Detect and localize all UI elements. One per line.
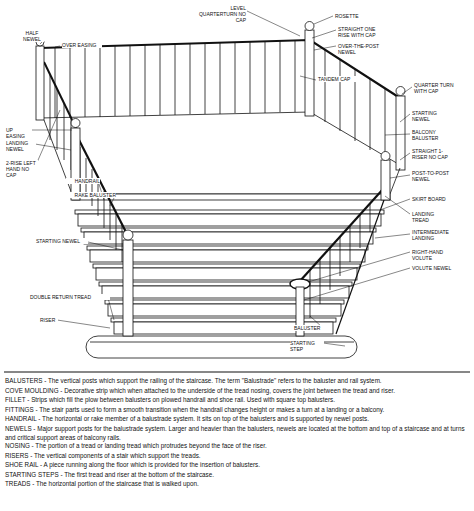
glossary-entry: NOSING - The portion of a tread or landi… — [5, 442, 471, 451]
upper-balusters — [50, 75, 71, 170]
part-label: UP EASING — [6, 127, 32, 139]
part-label: BALCONY BALUSTER — [412, 129, 448, 141]
landing-newel — [71, 128, 80, 200]
glossary-entry: FILLET - Strips which fill the plow betw… — [5, 396, 471, 405]
part-label: HALF NEWEL — [20, 30, 44, 42]
rosette — [305, 22, 314, 31]
stair-steps — [75, 210, 384, 334]
glossary-entry: RISERS - The vertical components of a st… — [5, 452, 471, 461]
newel-cap — [381, 152, 390, 161]
part-label: STARTING NEWEL — [412, 110, 448, 122]
part-label: OVER EASING — [62, 42, 102, 48]
landing-floor — [44, 120, 400, 194]
part-label: QUARTER TURN WITH CAP — [414, 82, 466, 94]
glossary-entry: SHOE RAIL - A piece running along the fl… — [5, 461, 471, 470]
part-label: VOLUTE NEWEL — [412, 265, 458, 271]
part-label: SKIRT BOARD — [412, 196, 452, 202]
quarter-turn-newel — [396, 96, 405, 170]
part-label: ROSETTE — [335, 13, 375, 19]
part-label: TANDEM CAP — [318, 76, 358, 82]
part-label: STARTING STEP — [290, 340, 324, 352]
newel-cap — [71, 119, 80, 128]
glossary-entry: STARTING STEPS - The first tread and ris… — [5, 471, 471, 480]
glossary-entry: FITTINGS - The stair parts used to form … — [5, 406, 471, 415]
landing-tread — [72, 194, 390, 200]
balcony-floor — [40, 112, 400, 165]
part-label: RIGHT-HAND VOLUTE — [412, 249, 462, 261]
part-label: STRAIGHT ONE RISE WITH CAP — [338, 26, 386, 38]
balcony-balusters — [55, 40, 385, 159]
part-label: LANDING TREAD — [412, 211, 452, 223]
starting-step — [86, 336, 357, 358]
part-label: LANDING NEWEL — [6, 140, 36, 152]
glossary-rule — [4, 371, 470, 372]
handrail — [78, 138, 128, 236]
part-label: HANDRAIL — [66, 178, 100, 184]
part-label: RISER — [40, 317, 58, 323]
part-label: OVER-THE-POST NEWEL — [338, 43, 384, 55]
part-label: LEVEL QUARTERTURN NO CAP — [192, 5, 246, 23]
part-label: POST-TO-POST NEWEL — [412, 170, 458, 182]
part-label: STARTING NEWEL — [36, 238, 88, 244]
part-label: STRAIGHT 1-RISER NO CAP — [412, 148, 452, 160]
glossary-entry: TREADS - The horizontal portion of the s… — [5, 480, 471, 489]
glossary-entry: BALUSTERS - The vertical posts which sup… — [5, 377, 471, 386]
leader-lines — [1, 11, 412, 370]
over-the-post-newel — [305, 30, 314, 116]
part-label: INTERMEDIATE LANDING — [412, 229, 462, 241]
glossary-entry: NEWELS - Major support posts for the bal… — [5, 425, 471, 442]
part-label: BALUSTER — [294, 325, 324, 331]
newel-cap — [396, 87, 405, 96]
starting-newel — [123, 240, 133, 336]
part-label: DOUBLE RETURN TREAD — [30, 294, 110, 300]
handrail — [300, 188, 384, 281]
part-label: 2-RISE LEFT HAND NO CAP — [6, 160, 38, 178]
newel-cap — [123, 230, 133, 240]
post-to-post-newel — [381, 160, 390, 200]
glossary-entry: HANDRAIL - The horizontal or rake member… — [5, 415, 471, 424]
half-newel — [36, 46, 44, 120]
glossary-entry: COVE MOULDING - Decorative strip which w… — [5, 387, 471, 396]
part-label: RAKE BALUSTER — [70, 192, 116, 198]
